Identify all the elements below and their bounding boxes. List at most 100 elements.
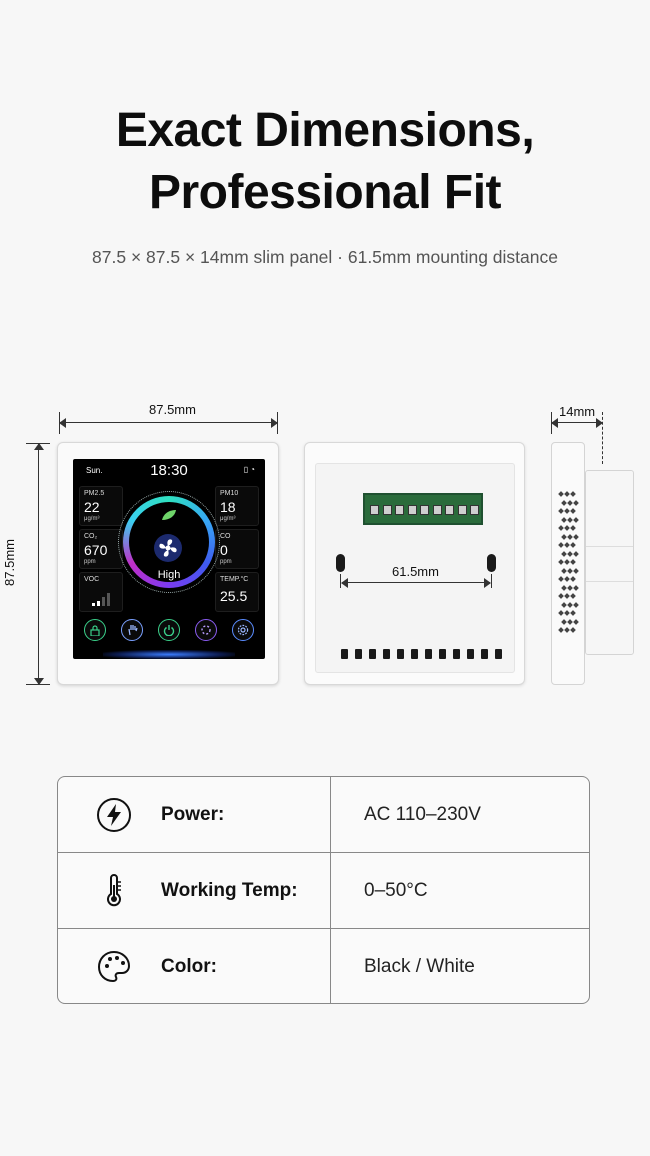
subtitle: 87.5 × 87.5 × 14mm slim panel · 61.5mm m…	[92, 247, 558, 267]
width-dimension-line	[59, 418, 278, 428]
terminal-pin	[407, 505, 417, 515]
spec-table: Power: AC 110–230V Working Temp: 0–50°C …	[57, 776, 590, 1004]
screen-day: Sun.	[86, 466, 103, 475]
pm25-label: PM2.5	[84, 490, 105, 497]
depth-dimension-line	[551, 418, 603, 428]
fan-icon	[154, 534, 182, 562]
co2-label: CO₂	[84, 533, 98, 540]
vent-slot	[467, 649, 474, 659]
title-line-1: Exact Dimensions,	[115, 104, 535, 157]
back-housing: 61.5mm	[315, 463, 515, 673]
status-icons: ▯◔	[244, 465, 257, 474]
vent-slot	[341, 649, 348, 659]
back-panel: 61.5mm	[304, 442, 525, 685]
pm10-unit: μg/m³	[220, 516, 236, 522]
terminal-pin	[470, 505, 479, 515]
tile-voc: VOC	[79, 572, 123, 612]
co-label: CO	[220, 533, 231, 540]
hand-icon	[127, 625, 138, 636]
mount-hole-right	[487, 554, 496, 572]
spec-value: AC 110–230V	[364, 804, 481, 825]
side-housing	[585, 470, 634, 655]
power-button[interactable]	[158, 619, 180, 641]
mount-distance-label: 61.5mm	[392, 564, 439, 579]
palette-icon	[97, 950, 131, 983]
power-icon	[163, 625, 175, 636]
vent-slot	[481, 649, 488, 659]
wifi-icon: ◔	[250, 465, 257, 474]
screen-glow	[103, 650, 235, 659]
terminal-pin	[395, 505, 404, 515]
pm25-unit: μg/m³	[84, 516, 100, 522]
co-value: 0	[220, 542, 228, 558]
ring-dots	[118, 491, 220, 593]
spec-divider	[330, 777, 331, 1003]
terminal-pin	[420, 505, 429, 515]
height-dimension-line	[34, 443, 44, 685]
co2-unit: ppm	[84, 559, 96, 565]
height-label: 87.5mm	[1, 539, 17, 586]
lock-icon	[90, 624, 100, 636]
terminal-block	[363, 493, 483, 525]
fan-speed-icon	[201, 625, 211, 635]
co2-value: 670	[84, 542, 108, 558]
co-unit: ppm	[220, 559, 232, 565]
screen-button-row	[81, 619, 257, 643]
vent-slot	[411, 649, 418, 659]
signal-bars-icon	[92, 593, 110, 606]
vent-slot	[453, 649, 460, 659]
title-line-2: Professional Fit	[148, 166, 502, 219]
terminal-pin	[457, 505, 467, 515]
temp-label: TEMP.°C	[220, 576, 249, 583]
spec-row-power: Power: AC 110–230V	[58, 777, 589, 853]
vent-slot	[439, 649, 446, 659]
tile-co: CO 0 ppm	[215, 529, 259, 569]
mount-tick-left	[340, 574, 341, 588]
tile-temp: TEMP.°C 25.5	[215, 572, 259, 612]
terminal-pin	[432, 505, 442, 515]
tile-pm25: PM2.5 22 μg/m³	[79, 486, 123, 526]
spec-label: Power:	[161, 804, 225, 825]
page-title: Exact Dimensions, Professional Fit	[0, 100, 650, 224]
terminal-pin	[382, 505, 392, 515]
thermometer-icon	[107, 874, 121, 907]
mount-dimension-line	[341, 578, 491, 588]
lock-button[interactable]	[84, 619, 106, 641]
leaf-icon	[162, 510, 176, 520]
fan-mode-label: High	[157, 569, 181, 581]
pm10-value: 18	[220, 499, 236, 515]
mount-tick-right	[491, 574, 492, 588]
settings-button[interactable]	[232, 619, 254, 641]
spec-value: 0–50°C	[364, 880, 428, 901]
hand-button[interactable]	[121, 619, 143, 641]
mount-hole-left	[336, 554, 345, 572]
depth-tick-right	[602, 412, 603, 464]
width-label: 87.5mm	[149, 402, 196, 417]
vent-slot	[383, 649, 390, 659]
terminal-pin	[370, 505, 379, 515]
spec-label: Working Temp:	[161, 880, 298, 901]
vent-slot	[355, 649, 362, 659]
settings-icon	[237, 624, 249, 636]
screen-time: 18:30	[150, 462, 188, 479]
depth-label: 14mm	[559, 404, 596, 419]
temp-value: 25.5	[220, 588, 248, 604]
tile-co2: CO₂ 670 ppm	[79, 529, 123, 569]
spec-label: Color:	[161, 956, 217, 977]
spec-value: Black / White	[364, 956, 475, 977]
vent-slot	[425, 649, 432, 659]
vent-slot	[397, 649, 404, 659]
battery-icon: ▯	[243, 465, 251, 474]
tile-pm10: PM10 18 μg/m³	[215, 486, 259, 526]
spec-row-color: Color: Black / White	[58, 928, 589, 1004]
vent-slot	[495, 649, 502, 659]
terminal-pin	[445, 505, 454, 515]
pm10-label: PM10	[220, 490, 239, 497]
spec-row-temp: Working Temp: 0–50°C	[58, 852, 589, 928]
fan-speed-button[interactable]	[195, 619, 217, 641]
vent-slot	[369, 649, 376, 659]
lightning-icon	[97, 798, 131, 832]
voc-label: VOC	[84, 576, 100, 583]
air-quality-ring	[123, 496, 215, 588]
front-panel: Sun. 18:30 ▯◔ PM2.5 22 μg/m³ CO₂ 670 ppm…	[57, 442, 279, 685]
